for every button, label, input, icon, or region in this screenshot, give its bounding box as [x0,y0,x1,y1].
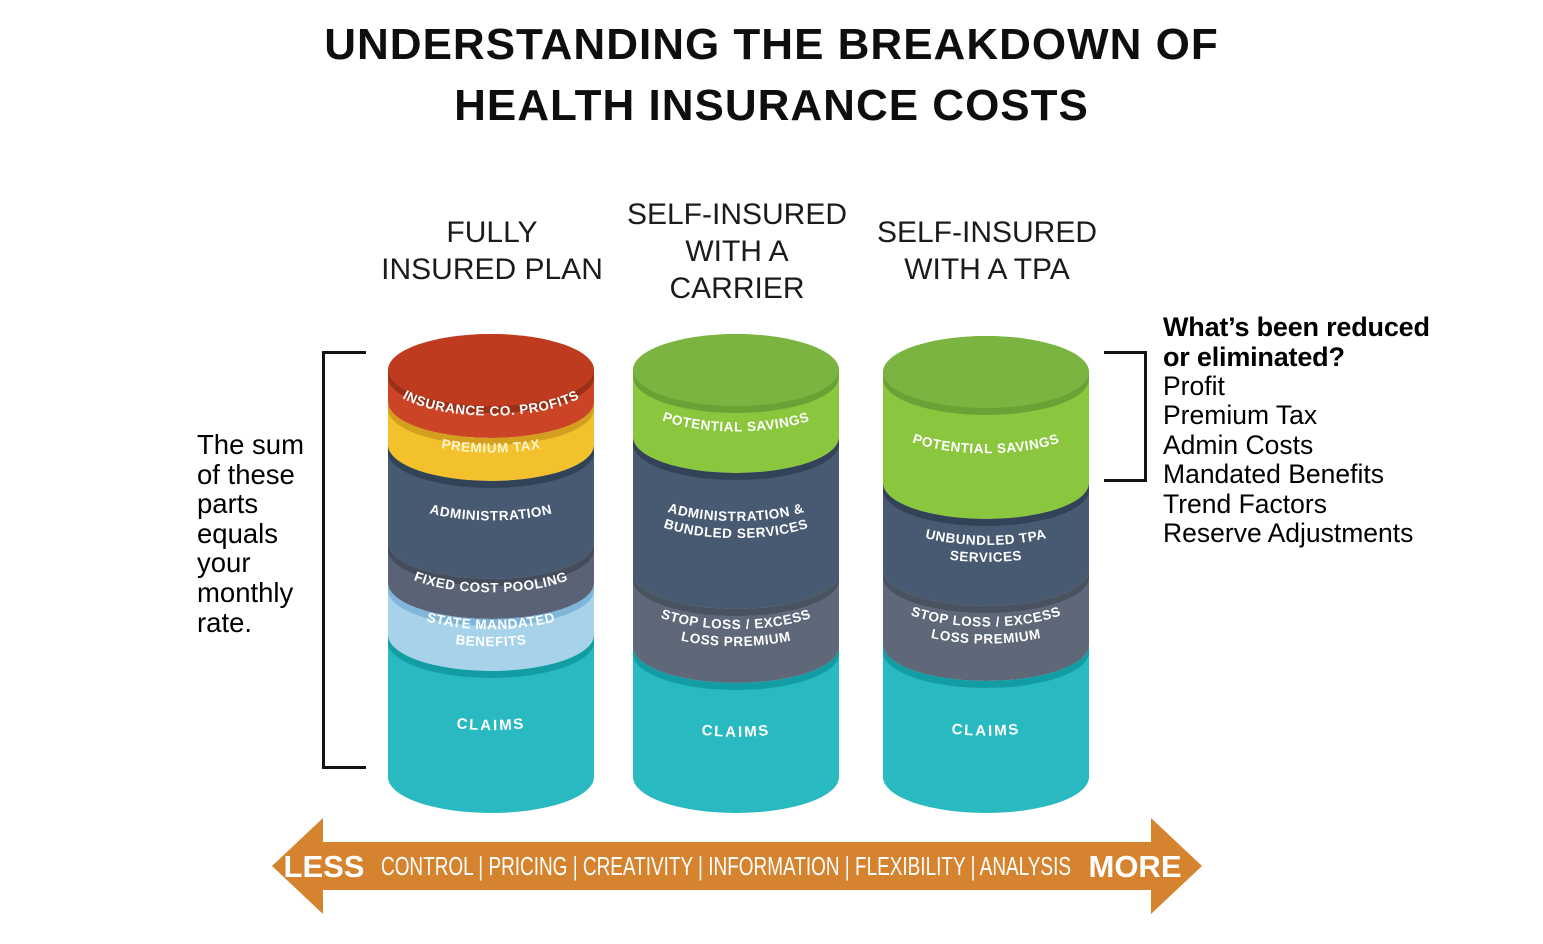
segment-self-insured-carrier-3 [633,647,839,813]
segment-label: PREMIUM TAX [441,436,542,455]
segment-rim-shadow [388,635,594,678]
reduced-item: Reserve Adjustments [1163,518,1414,549]
segment-label: SERVICES [949,548,1023,565]
left-bracket [322,351,366,769]
right-bracket [1104,351,1147,482]
segment-self-insured-carrier-2 [633,573,839,683]
segment-label: CLAIMS [701,722,771,741]
reduced-item: Profit [1163,371,1225,401]
segment-rim-shadow [883,570,1089,613]
segment-fully-insured-4 [388,583,594,671]
arrow-more-label: MORE [1089,849,1182,884]
less-more-arrow: LESS CONTROL | PRICING | CREATIVITY | IN… [272,818,1202,914]
segment-label: LOSS PREMIUM [680,629,792,649]
segment-top-ellipse [388,334,594,406]
segment-label: UNBUNDLED TPA [924,526,1048,548]
segment-rim-shadow [388,543,594,586]
segment-rim-shadow [388,583,594,626]
column-header-self-insured-tpa: SELF-INSURED WITH A TPA [876,216,1098,286]
segment-rim-shadow [883,483,1089,526]
segment-label: CLAIMS [456,715,526,734]
segment-self-insured-tpa-3 [883,645,1089,813]
segment-label: BENEFITS [455,632,527,649]
segment-label: ADMINISTRATION [428,502,553,524]
segment-label: LOSS PREMIUM [930,626,1042,646]
reduced-item: Mandated Benefits [1163,459,1384,490]
page-title: UNDERSTANDING THE BREAKDOWN OF HEALTH IN… [324,20,1219,130]
segment-rim-shadow [883,372,1089,415]
segment-self-insured-tpa-2 [883,570,1089,681]
left-note: The sum of these parts equals your month… [197,429,304,638]
segment-top-ellipse [633,334,839,406]
segment-rim-shadow [388,445,594,488]
reduced-item: Premium Tax [1163,400,1318,431]
segment-self-insured-carrier-1 [633,437,839,609]
column-header-fully-insured: FULLY INSURED PLAN [381,216,603,286]
segment-rim-shadow [883,645,1089,688]
segment-rim-shadow [633,437,839,480]
segment-self-insured-tpa-1 [883,483,1089,606]
segment-rim-shadow [633,370,839,413]
reduced-item: Trend Factors [1163,488,1327,519]
arrow-middle-label: CONTROL | PRICING | CREATIVITY | INFORMA… [381,851,1071,881]
right-note: What’s been reduced or eliminated? Profi… [1163,312,1443,549]
segment-label: CLAIMS [951,721,1021,740]
segment-rim-shadow [633,647,839,690]
column-header-self-insured-carrier: SELF-INSURED WITH A CARRIER [626,198,848,305]
right-note-title: What’s been reduced or eliminated? [1163,312,1430,372]
arrow-less-label: LESS [284,849,365,884]
reduced-item: Admin Costs [1163,429,1314,460]
segment-rim-shadow [633,573,839,616]
segment-rim-shadow [388,370,594,413]
segment-rim-shadow [388,402,594,445]
segment-top-ellipse [883,336,1089,408]
segment-fully-insured-5 [388,635,594,813]
double-arrow-shape [272,818,1202,914]
